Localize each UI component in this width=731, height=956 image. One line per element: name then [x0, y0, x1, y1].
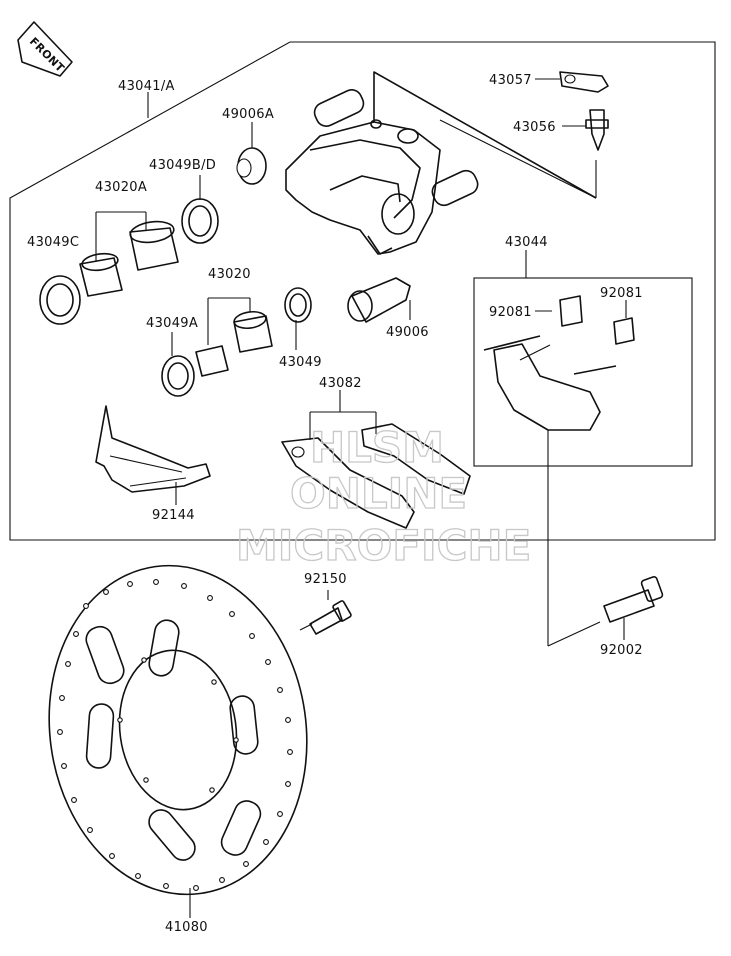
part-label-43056: 43056	[513, 120, 556, 135]
watermark: HLSM ONLINE MICROFICHE	[235, 422, 532, 570]
bolts	[299, 575, 664, 635]
part-label-92081-right: 92081	[600, 286, 643, 301]
part-label-43082: 43082	[319, 376, 362, 391]
part-label-92002: 92002	[600, 643, 643, 658]
holder-bracket	[483, 295, 635, 431]
front-badge-label: FRONT	[27, 35, 67, 75]
part-label-49006a: 49006A	[222, 107, 274, 122]
brake-disc	[48, 564, 308, 896]
holder-bracket-box	[473, 277, 693, 467]
part-label-43020: 43020	[208, 267, 251, 282]
part-label-92150: 92150	[304, 572, 347, 587]
front-arrow-badge: FRONT	[17, 21, 73, 77]
part-label-43020a: 43020A	[95, 180, 147, 195]
part-label-92081-left: 92081	[489, 305, 532, 320]
bleeder-parts	[559, 71, 609, 151]
watermark-line-1: HLSM	[310, 423, 444, 472]
pad-spring	[95, 405, 211, 493]
part-labels: 43041/A 43057 43056 49006A 43049B/D 4302…	[27, 73, 643, 935]
watermark-line-2: ONLINE	[290, 469, 467, 518]
part-label-43044: 43044	[505, 235, 548, 250]
watermark-line-3: MICROFICHE	[236, 521, 531, 570]
part-label-43049: 43049	[279, 355, 322, 370]
part-label-43057: 43057	[489, 73, 532, 88]
caliper-assembly-outline	[9, 41, 716, 541]
part-label-43049bd: 43049B/D	[149, 158, 216, 173]
part-label-41080: 41080	[165, 920, 208, 935]
brake-pads	[281, 423, 471, 529]
part-label-43049c: 43049C	[27, 235, 79, 250]
part-label-43049a: 43049A	[146, 316, 198, 331]
part-label-43041: 43041/A	[118, 79, 175, 94]
part-label-92144: 92144	[152, 508, 195, 523]
piston-parts	[39, 147, 411, 397]
part-label-49006: 49006	[386, 325, 429, 340]
caliper-body	[285, 71, 597, 255]
